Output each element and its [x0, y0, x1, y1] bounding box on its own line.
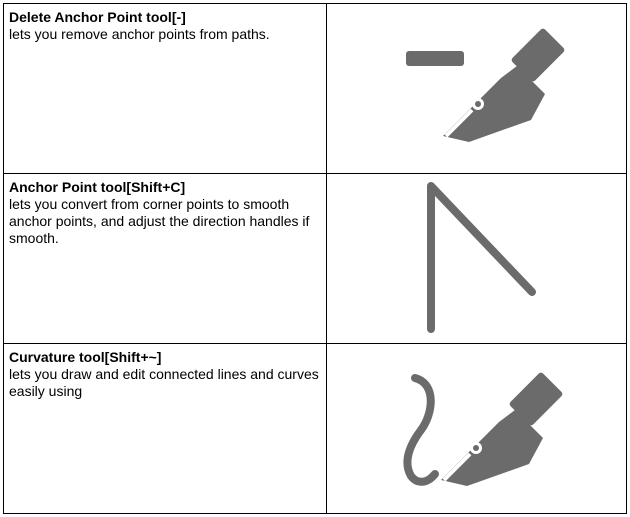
- anchor-point-icon: [427, 182, 536, 333]
- tool-name: Delete Anchor Point tool[-]: [9, 9, 186, 25]
- tools-table: Delete Anchor Point tool[-] lets you rem…: [3, 3, 627, 514]
- tool-description: lets you remove anchor points from paths…: [9, 26, 270, 42]
- tool-icon-cell: [326, 3, 627, 174]
- table-row: Anchor Point tool[Shift+C] lets you conv…: [3, 173, 627, 344]
- tool-description: lets you draw and edit connected lines a…: [9, 366, 319, 399]
- table-row: Curvature tool[Shift+~] lets you draw an…: [3, 343, 627, 514]
- tool-icon-cell: [326, 173, 627, 344]
- tool-name: Curvature tool[Shift+~]: [9, 349, 162, 365]
- tool-name: Anchor Point tool[Shift+C]: [9, 179, 186, 195]
- tool-icon-cell: [326, 343, 627, 514]
- table-row: Delete Anchor Point tool[-] lets you rem…: [3, 3, 627, 174]
- delete-anchor-point-icon: [406, 28, 565, 142]
- curvature-icon: [403, 372, 563, 486]
- tool-description-cell: Curvature tool[Shift+~] lets you draw an…: [3, 343, 327, 514]
- tool-description-cell: Delete Anchor Point tool[-] lets you rem…: [3, 3, 327, 174]
- tool-description-cell: Anchor Point tool[Shift+C] lets you conv…: [3, 173, 327, 344]
- tool-description: lets you convert from corner points to s…: [9, 196, 310, 246]
